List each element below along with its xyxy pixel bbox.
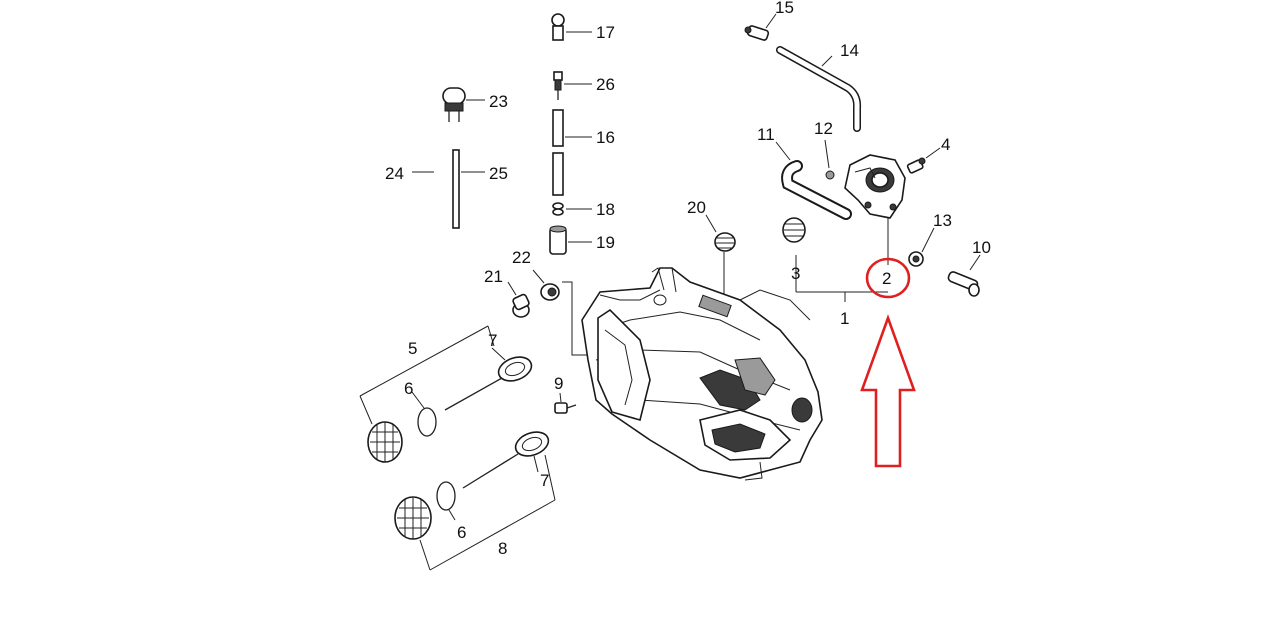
part-number-3: 3 — [791, 264, 800, 283]
hose-11-part — [775, 141, 852, 220]
part-number-4: 4 — [941, 135, 950, 154]
fitting-15-part — [744, 13, 777, 41]
screw-12-part — [824, 139, 835, 180]
filter-20-part — [705, 214, 736, 300]
screw-9-part — [554, 392, 577, 414]
part-number-21: 21 — [484, 267, 503, 286]
group-bracket-8 — [419, 454, 556, 571]
highlight-arrow — [860, 314, 916, 468]
primer-bulb-part — [442, 87, 485, 122]
fuel-line-bent-part — [406, 142, 440, 231]
pin-10-part — [947, 254, 981, 297]
o-ring-lower-part — [436, 481, 456, 511]
dipstick-upper-part — [444, 356, 533, 411]
crankcase-housing — [581, 267, 823, 481]
vertical-pickup-assembly — [549, 13, 592, 255]
part-number-26: 26 — [596, 75, 615, 94]
part-number-7a: 7 — [488, 331, 497, 350]
part-number-6b: 6 — [457, 523, 466, 542]
screw-4-part — [906, 147, 941, 174]
part-number-11: 11 — [757, 125, 775, 144]
hose-14-part — [776, 46, 862, 132]
part-number-16: 16 — [596, 128, 615, 147]
part-number-5: 5 — [408, 339, 417, 358]
fuel-line-straight-part — [452, 149, 485, 229]
part-number-18: 18 — [596, 200, 615, 219]
oil-cap-upper-part — [367, 421, 403, 463]
part-number-15: 15 — [775, 0, 794, 17]
part-number-20: 20 — [687, 198, 706, 217]
part-number-22: 22 — [512, 248, 531, 267]
washer-13-part — [908, 227, 935, 267]
highlight-circle — [865, 257, 911, 299]
part-number-13: 13 — [933, 211, 952, 230]
part-number-7b: 7 — [540, 471, 549, 490]
part-number-25: 25 — [489, 164, 508, 183]
part-number-10: 10 — [972, 238, 991, 257]
fitting-22-part — [532, 269, 590, 356]
part-number-24: 24 — [385, 164, 404, 183]
part-number-19: 19 — [596, 233, 615, 252]
part-number-6a: 6 — [404, 379, 413, 398]
group-bracket-5 — [359, 325, 495, 425]
oil-cap-lower-part — [394, 496, 432, 540]
fitting-21-part — [507, 281, 530, 318]
part-number-14: 14 — [840, 41, 859, 60]
part-number-23: 23 — [489, 92, 508, 111]
dipstick-lower-part — [462, 431, 550, 489]
o-ring-upper-part — [417, 407, 437, 437]
part-number-2: 2 — [882, 269, 891, 288]
part-number-12: 12 — [814, 119, 833, 138]
spring-3-part — [782, 217, 806, 292]
part-number-17: 17 — [596, 23, 615, 42]
part-number-1: 1 — [840, 309, 849, 328]
oil-pump-2-part — [844, 154, 906, 265]
part-number-8: 8 — [498, 539, 507, 558]
part-number-9: 9 — [554, 374, 563, 393]
